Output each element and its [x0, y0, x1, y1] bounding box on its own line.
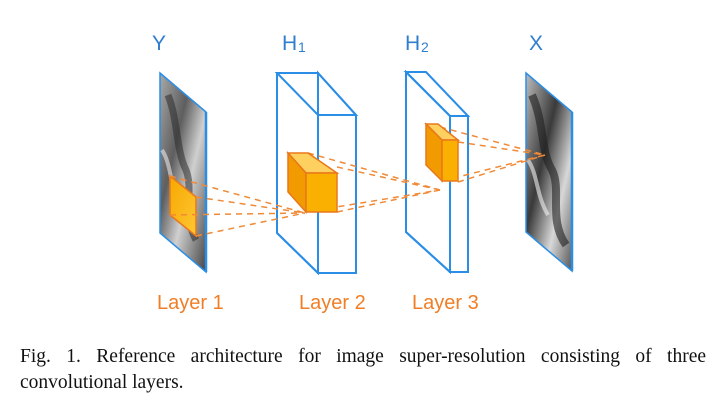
layer3-cube [424, 122, 461, 183]
layer-label-3: Layer 3 [412, 292, 479, 314]
label-y: Y [152, 32, 166, 55]
layer-label-2: Layer 2 [299, 292, 366, 314]
layer2-cube [286, 151, 340, 214]
label-h1-base: H [282, 32, 297, 55]
label-h1-subscript: 1 [298, 39, 306, 55]
output-image-x [525, 71, 574, 273]
input-image-y [159, 71, 208, 274]
architecture-diagram: Y H 1 H 2 X [152, 32, 574, 314]
label-h2-subscript: 2 [421, 39, 429, 55]
label-h2: H 2 [405, 32, 429, 55]
layer-label-1: Layer 1 [157, 292, 224, 314]
label-x: X [529, 32, 543, 55]
figure-caption: Fig. 1. Reference architecture for image… [20, 346, 706, 393]
label-h2-base: H [405, 32, 420, 55]
receptive-field-lines [169, 126, 546, 237]
feature-map-h2 [403, 69, 471, 275]
label-h1: H 1 [282, 32, 306, 55]
